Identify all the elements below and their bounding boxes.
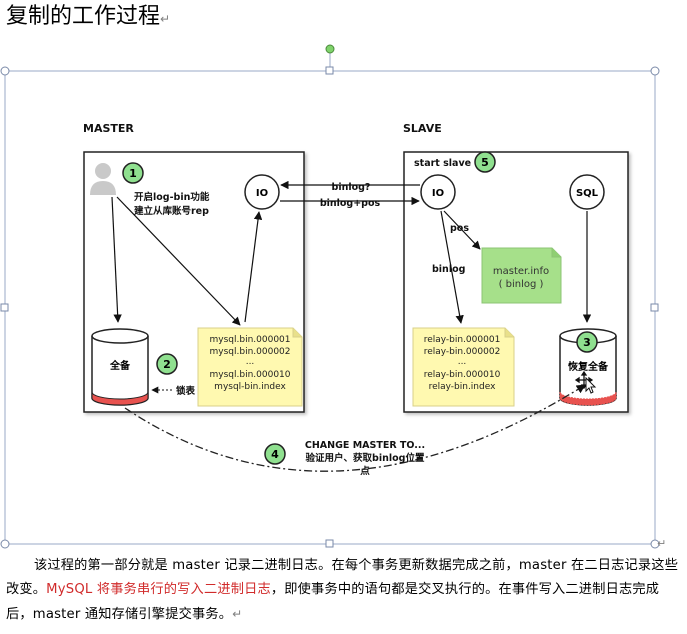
binlog-file: mysql.bin.000010: [210, 370, 291, 380]
document-title: 复制的工作过程↵: [6, 2, 170, 34]
step1-line2: 建立从库账号rep: [133, 205, 209, 217]
slave-io-label: IO: [432, 188, 444, 199]
binlog-file: mysql.bin.000001: [210, 335, 291, 345]
resize-handle-l[interactable]: [0, 303, 9, 312]
resize-handles[interactable]: [0, 66, 660, 549]
step-5-badge: 5: [474, 151, 496, 173]
master-io-label: IO: [256, 188, 268, 199]
relay-files-note: [412, 327, 515, 407]
paragraph-part2: ，即使事务中的语句都是交叉执行的。在事件写入二进制日志完成后，master 通知…: [6, 582, 660, 622]
user-icon: [90, 163, 116, 195]
change-master-arrow: [124, 384, 586, 472]
relay-file-list: relay-bin.000001 relay-bin.000002 ... re…: [424, 335, 501, 392]
resize-handle-tr[interactable]: [650, 66, 660, 76]
binlog-file-list: mysql.bin.000001 mysql.bin.000002 ... my…: [210, 335, 291, 392]
step-1-badge: 1: [122, 162, 144, 184]
slave-sql-label: SQL: [576, 188, 599, 199]
step4-line3: 点: [360, 465, 370, 477]
svg-text:3: 3: [583, 336, 591, 349]
relay-file: relay-bin.000010: [424, 370, 501, 380]
master-io-node: [244, 174, 280, 210]
step1-line1: 开启log-bin功能: [134, 191, 210, 203]
step4-line2: 验证用户、获取binlog位置: [306, 452, 425, 464]
body-paragraph: 该过程的第一部分就是 master 记录二进制日志。在每个事务更新数据完成之前，…: [6, 554, 682, 627]
svg-text:2: 2: [163, 358, 171, 371]
step-2-badge: 2: [156, 353, 178, 375]
slave-label: SLAVE: [403, 122, 442, 135]
master-label: MASTER: [83, 122, 134, 135]
svg-text:1: 1: [129, 167, 137, 180]
binlog-file: mysql-bin.index: [214, 382, 286, 392]
master-arrows: [111, 196, 263, 326]
master-db-label: 全备: [109, 359, 131, 372]
relay-file: relay-bin.000001: [424, 335, 501, 345]
resize-handle-br[interactable]: [650, 539, 660, 549]
slave-arrows: [440, 210, 592, 324]
master-database-icon: [91, 328, 149, 406]
start-slave-label: start slave: [414, 158, 471, 169]
slave-db-label: 恢复全备: [568, 360, 609, 373]
step-4-badge: 4: [264, 443, 286, 465]
slave-io-node: [420, 174, 456, 210]
binlog-file: mysql.bin.000002: [210, 347, 291, 357]
resize-handle-b[interactable]: [325, 539, 334, 548]
master-info-line1: master.info: [493, 266, 549, 277]
svg-text:5: 5: [481, 156, 489, 169]
resize-handle-bl[interactable]: [0, 539, 10, 549]
replication-diagram[interactable]: MASTER SLAVE 1 开启log-bin功能 建立从库账号rep IO …: [0, 0, 687, 550]
relay-file: ...: [458, 357, 467, 367]
binlog-response-label: binlog+pos: [320, 198, 381, 209]
paragraph-end-mark-icon: ↵: [232, 607, 243, 621]
rotate-handle[interactable]: [325, 44, 335, 54]
cursor-icon: [574, 370, 597, 394]
title-text: 复制的工作过程: [6, 4, 161, 29]
pos-label: pos: [450, 223, 469, 234]
resize-handle-r[interactable]: [650, 303, 659, 312]
paragraph-highlight: MySQL 将事务串行的写入二进制日志: [46, 582, 271, 597]
binlog-label: binlog: [432, 264, 465, 275]
step4-line1: CHANGE MASTER TO...: [305, 440, 425, 451]
step-3-badge: 3: [576, 331, 598, 353]
frame-paragraph-mark-icon: ↵: [657, 537, 666, 550]
binlog-file: ...: [246, 357, 255, 367]
resize-handle-tl[interactable]: [0, 66, 10, 76]
master-info-line2: ( binlog ): [499, 279, 544, 290]
svg-text:4: 4: [271, 448, 279, 461]
relay-file: relay-bin.index: [429, 382, 497, 392]
resize-handle-t[interactable]: [325, 66, 334, 75]
lock-label: 锁表: [176, 385, 196, 397]
paragraph-part1: 该过程的第一部分就是 master 记录二进制日志。在每个事务更新数据完成之前，…: [6, 558, 679, 597]
binlog-request-label: binlog?: [332, 182, 371, 193]
master-info-note: [481, 247, 562, 304]
slave-sql-node: [569, 174, 605, 210]
paragraph-mark-icon: ↵: [160, 12, 171, 26]
binlog-files-note: [197, 327, 303, 407]
relay-file: relay-bin.000002: [424, 347, 501, 357]
